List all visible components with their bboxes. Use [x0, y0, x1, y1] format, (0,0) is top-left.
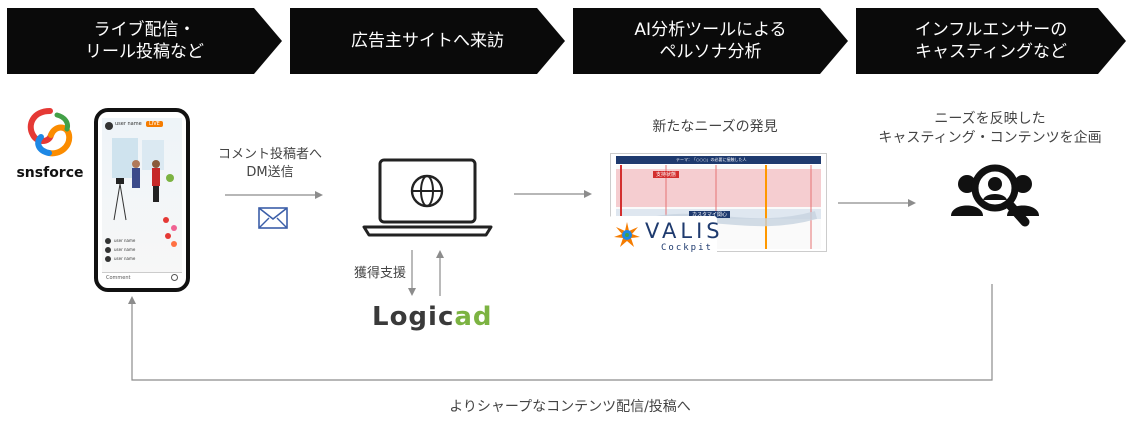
snsforce-swirl-icon [27, 108, 73, 157]
valis-chart-header: テーマ：「○○○」の必要に接触した人 [616, 156, 821, 164]
valis-box-1: 支持状態 [653, 171, 680, 178]
live-badge: LIVE [146, 121, 163, 127]
step-label: ライブ配信・ リール投稿など [85, 20, 204, 62]
avatar [105, 122, 113, 130]
logicad-logo: Logicad [372, 302, 493, 332]
bidirectional-arrows-icon [408, 250, 444, 296]
step-banner-4: インフルエンサーの キャスティングなど [856, 8, 1126, 74]
list-item: user name [105, 236, 159, 245]
top-user-name: user name [115, 121, 142, 127]
laptop-globe-icon [362, 158, 493, 237]
step-label: インフルエンサーの キャスティングなど [914, 20, 1068, 62]
heart-reactions-icon [163, 217, 177, 247]
step-label: AI分析ツールによる ペルソナ分析 [634, 20, 787, 62]
acquire-edge-label: 獲得支援 [353, 266, 406, 281]
step-banner-2: 広告主サイトへ来訪 [290, 8, 565, 74]
people-search-icon [951, 164, 1039, 227]
snsforce-logo: snsforce [15, 103, 85, 183]
logicad-part2: ad [454, 302, 493, 332]
logicad-part1: Logic [372, 302, 455, 332]
valis-box-2: カスタマイ関心 [689, 211, 731, 218]
dm-edge-label: コメント投稿者へ DM送信 [217, 147, 322, 180]
snsforce-wordmark: snsforce [16, 165, 84, 181]
arrow-right-icon [225, 191, 323, 199]
avatar [105, 237, 111, 244]
comment-placeholder: Comment [106, 275, 131, 281]
step-banner-1: ライブ配信・ リール投稿など [7, 8, 282, 74]
valis-star-icon [614, 222, 640, 247]
feedback-label: よりシャープなコンテンツ配信/投稿へ [449, 399, 691, 415]
send-icon [171, 274, 178, 281]
arrow-right-icon [514, 190, 592, 198]
comment-user: user name [114, 247, 136, 252]
phone-screen-image: user name LIVE user name [102, 118, 182, 272]
step-banner-3: AI分析ツールによる ペルソナ分析 [573, 8, 848, 74]
comment-user: user name [114, 238, 136, 243]
avatar [105, 246, 111, 253]
list-item: user name [105, 245, 159, 254]
avatar [105, 255, 111, 262]
step-label: 広告主サイトへ来訪 [351, 31, 504, 51]
valis-chart-title: テーマ：「○○○」の必要に接触した人 [676, 157, 747, 162]
list-item: user name [105, 254, 159, 263]
valis-sub-wordmark: Cockpit [661, 243, 713, 253]
arrow-right-icon [838, 199, 916, 207]
phone-mockup: user name LIVE user name [94, 108, 190, 292]
comment-user: user name [114, 256, 136, 261]
live-stream-scene-icon [112, 138, 174, 221]
valis-cockpit-logo: VALIS Cockpit [609, 216, 720, 256]
valis-wordmark: VALIS [645, 219, 724, 243]
needs-title: 新たなニーズの発見 [652, 119, 778, 135]
feedback-loop-arrow-icon [128, 284, 993, 381]
envelope-icon [258, 207, 288, 229]
casting-title: ニーズを反映した キャスティング・コンテンツを企画 [878, 111, 1102, 146]
comment-list: user name user name user name [105, 236, 159, 263]
comment-input[interactable]: Comment [102, 272, 182, 283]
